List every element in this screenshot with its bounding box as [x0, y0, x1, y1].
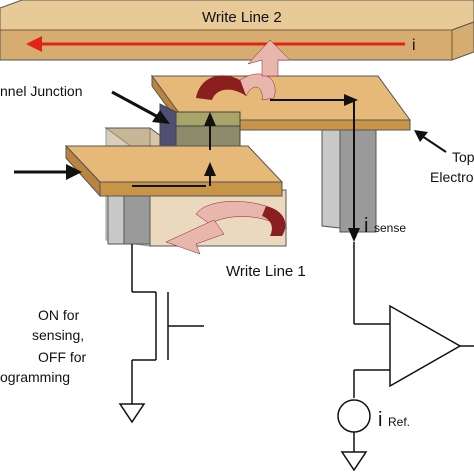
write-line-2-label: Write Line 2	[202, 9, 282, 26]
iref-subscript: Ref.	[388, 415, 410, 429]
pointer-top-electrode	[414, 130, 446, 152]
transistor-circuit	[132, 244, 204, 404]
write-line-2-current-label: i	[412, 37, 416, 54]
off-for-label: OFF for	[38, 349, 87, 365]
write-line-1-label: Write Line 1	[226, 263, 306, 280]
top-electrode-label-line2: Electro	[430, 169, 474, 185]
isense-subscript: sense	[374, 221, 406, 235]
sense-arrow-head-4	[348, 228, 360, 242]
ground-symbol-right	[342, 452, 366, 470]
top-electrode-label-line1: Top	[452, 149, 474, 165]
left-pillar	[108, 196, 150, 244]
sensing-label: sensing,	[32, 327, 84, 343]
pointer-bottom-electrode	[14, 164, 82, 180]
programming-label: ogramming	[0, 369, 70, 385]
ground-symbol-left	[120, 404, 144, 422]
isense-symbol: i	[364, 215, 368, 237]
bottom-electrode-plate	[66, 146, 282, 196]
iref-symbol: i	[378, 409, 382, 431]
tunnel-junction-label: nnel Junction	[0, 83, 83, 99]
on-for-label: ON for	[38, 307, 80, 323]
